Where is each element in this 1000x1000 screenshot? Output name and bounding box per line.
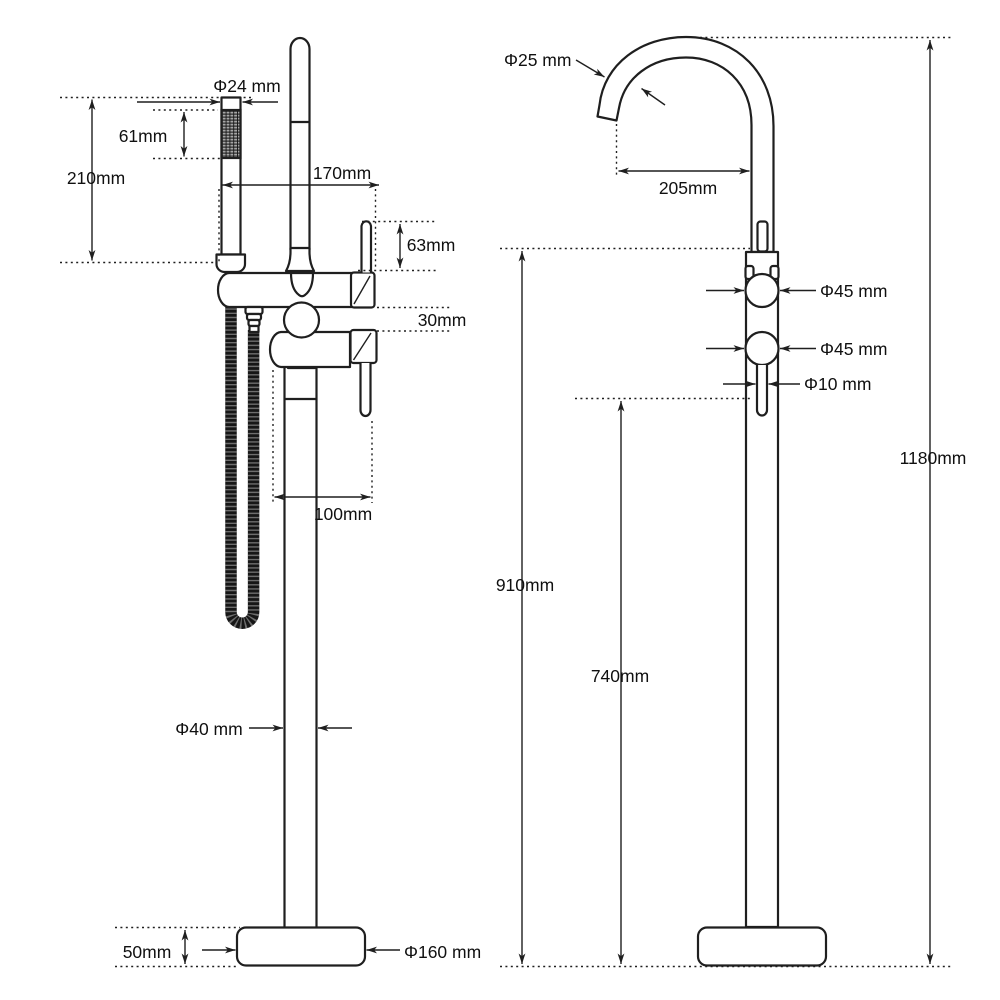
riser-pipe	[283, 367, 318, 927]
dim-label-handshower-length: 210mm	[67, 168, 125, 188]
left-base	[235, 926, 367, 967]
dim-label-diverter-rod-diameter: Φ10 mm	[804, 374, 871, 394]
dim-label-base-height: 50mm	[123, 942, 172, 962]
right-base	[696, 926, 828, 967]
leader-line	[641, 87, 666, 106]
ball-joint	[282, 301, 321, 339]
left-view: Φ24 mm 61mm 210mm 170mm 63mm 30mm 100mm …	[60, 36, 481, 968]
upper-body-cylinder	[216, 271, 355, 309]
right-view: Φ25 mm 205mm Φ45 mm Φ45 mm Φ10 mm 910mm …	[496, 35, 967, 968]
ext-line	[218, 189, 377, 268]
handshower-hose	[225, 300, 260, 629]
dim-label-upper-knob-diameter: Φ45 mm	[820, 281, 887, 301]
lower-body-cylinder	[268, 330, 352, 369]
inner-supply-tube	[756, 220, 769, 253]
spout-base-dome	[289, 271, 315, 298]
dim-label-spout-reach: 170mm	[313, 163, 371, 183]
dim-label-lower-knob-diameter: Φ45 mm	[820, 339, 887, 359]
spout-pipe-bell	[284, 246, 316, 273]
ext-line	[377, 306, 452, 332]
dim-label-handle-offset: 100mm	[314, 504, 372, 524]
spout-pipe	[289, 36, 311, 250]
dim-label-spout-reach: 205mm	[659, 178, 717, 198]
dim-label-body-gap: 30mm	[418, 310, 467, 330]
ext-line	[60, 96, 253, 264]
dim-label-outlet-connection-height: 740mm	[591, 666, 649, 686]
lower-knob	[744, 330, 780, 367]
dim-label-handle-length: 63mm	[407, 235, 456, 255]
gooseneck-spout	[596, 35, 775, 254]
handshower-hose-ribs	[225, 300, 260, 629]
dim-label-overall-height: 1180mm	[900, 448, 967, 468]
handshower-holder-cap	[215, 253, 247, 274]
dim-label-sprayhead-length: 61mm	[119, 126, 168, 146]
ext-line	[115, 926, 240, 968]
ext-line	[272, 370, 373, 503]
lower-lever-hatch	[352, 332, 372, 361]
ext-line	[358, 220, 437, 272]
diverter-rod	[755, 365, 769, 417]
lower-handle-rod	[359, 363, 372, 418]
upper-knob	[744, 272, 780, 309]
dim-label-handshower-diameter: Φ24 mm	[213, 76, 280, 96]
dim-label-base-diameter: Φ160 mm	[404, 942, 481, 962]
upper-handle-rod	[360, 220, 373, 273]
handshower-knurl-band	[220, 108, 242, 160]
hose-connector	[244, 305, 264, 334]
dim-label-spout-base-height: 910mm	[496, 575, 554, 595]
leader-line	[575, 59, 605, 78]
ext-line	[153, 109, 222, 160]
upper-lever-hatch	[353, 275, 371, 305]
dim-label-spout-tube-diameter: Φ25 mm	[504, 50, 571, 70]
dim-label-riser-diameter: Φ40 mm	[175, 719, 242, 739]
